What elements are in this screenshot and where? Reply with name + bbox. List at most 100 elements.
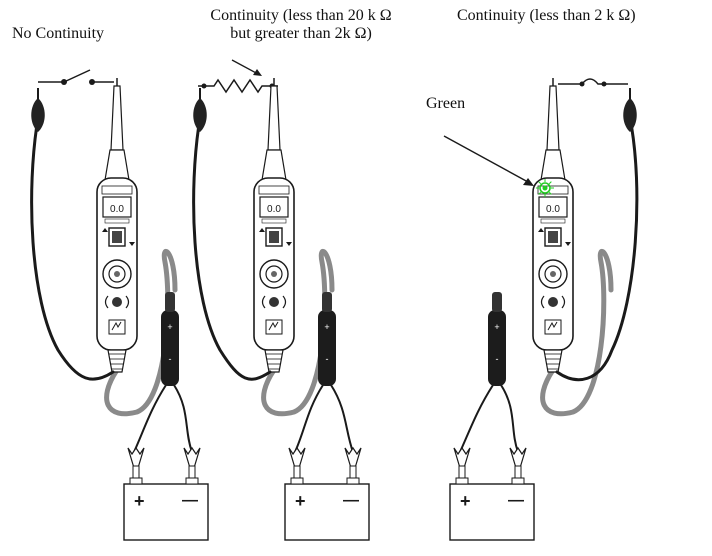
arrow-up-icon xyxy=(102,228,108,232)
arrow-down-icon xyxy=(286,242,292,246)
connector-minus: - xyxy=(169,354,172,364)
positive-clamp-icon-jaw xyxy=(293,465,301,479)
positive-clamp-icon xyxy=(453,446,471,469)
short-node-right xyxy=(601,81,607,87)
positive-wire xyxy=(133,384,167,453)
positive-clamp-icon xyxy=(127,446,145,469)
probe-neck xyxy=(540,149,566,181)
speaker xyxy=(112,297,122,307)
arrow-down-icon xyxy=(129,242,135,246)
lcd-reading: 0.0 xyxy=(546,204,560,215)
arrow-down-icon xyxy=(565,242,571,246)
negative-wire xyxy=(173,384,193,453)
negative-clamp-icon-jaw xyxy=(514,465,522,479)
green-led-ring xyxy=(539,182,551,194)
brand-strip xyxy=(101,185,133,195)
square-button-inner xyxy=(112,231,122,243)
probe-neck xyxy=(261,149,287,181)
arrow-up-icon xyxy=(259,228,265,232)
negative-clamp-icon xyxy=(509,446,527,469)
speaker xyxy=(548,297,558,307)
positive-wire xyxy=(459,384,494,453)
positive-wire xyxy=(294,384,324,453)
brand-strip xyxy=(258,185,290,195)
negative-clamp-icon-jaw xyxy=(188,465,196,479)
logo-mark xyxy=(268,321,279,331)
resistor-zigzag xyxy=(198,78,278,94)
arrow-up-icon xyxy=(538,228,544,232)
power-cable xyxy=(540,248,614,417)
closed-wire-symbol xyxy=(558,78,628,87)
connector-handle xyxy=(488,310,506,386)
green-led-glow xyxy=(538,191,542,195)
lcd-display xyxy=(102,196,132,218)
logo xyxy=(265,319,283,335)
logo-mark xyxy=(111,321,122,331)
battery-minus-label: — xyxy=(343,492,359,509)
connector-minus: - xyxy=(496,354,499,364)
probe-neck xyxy=(104,149,130,181)
alligator-clip-icon xyxy=(623,98,637,132)
ground-lead-2 xyxy=(192,88,272,381)
battery xyxy=(284,483,370,541)
alligator-clip-icon xyxy=(193,98,207,132)
short-wire xyxy=(558,78,628,85)
resistor-node-left xyxy=(201,83,207,89)
lcd-reading: 0.0 xyxy=(110,204,124,215)
battery-terminal-negative xyxy=(185,477,199,485)
battery xyxy=(449,483,535,541)
green-arrow-head-icon xyxy=(523,178,534,186)
probe-tip xyxy=(546,85,560,151)
lcd-display xyxy=(259,196,289,218)
negative-clamp-icon xyxy=(344,446,362,469)
speaker xyxy=(269,297,279,307)
logo xyxy=(544,319,562,335)
connector-boot xyxy=(492,292,502,312)
label-continuity-low: Continuity (less than 2 k Ω) xyxy=(457,7,636,24)
display-caption xyxy=(104,218,130,224)
speaker-wave-right xyxy=(125,295,130,309)
battery-terminal-negative xyxy=(511,477,525,485)
negative-wire xyxy=(500,384,519,453)
connector-plus: + xyxy=(167,322,172,332)
battery-assembly-1: +-+— xyxy=(123,292,209,541)
resistor-arrow-head-icon xyxy=(253,69,262,76)
ground-cable xyxy=(192,116,272,381)
power-probe-tester-1: 0.0 xyxy=(96,78,178,417)
green-led-glow xyxy=(548,191,552,195)
battery-minus-label: — xyxy=(508,492,524,509)
power-probe-tester-2: 0.0 xyxy=(253,78,335,417)
connector-handle xyxy=(161,310,179,386)
probe-tip xyxy=(110,85,124,151)
resistor-arrow xyxy=(231,59,259,75)
open-switch-symbol xyxy=(38,69,114,85)
rocker-switch-center xyxy=(550,271,556,277)
logo-mark xyxy=(547,321,558,331)
brand-strip xyxy=(537,185,569,195)
square-button-inner xyxy=(548,231,558,243)
positive-clamp-icon-jaw xyxy=(458,465,466,479)
logo xyxy=(108,319,126,335)
battery-plus-label: + xyxy=(295,491,306,511)
connector-plus: + xyxy=(324,322,329,332)
connector-boot xyxy=(165,292,175,312)
lcd-reading: 0.0 xyxy=(267,204,281,215)
resistor-symbol xyxy=(198,78,278,94)
battery xyxy=(123,483,209,541)
speaker-wave-left xyxy=(540,295,545,309)
positive-clamp-icon-jaw xyxy=(132,465,140,479)
connector-minus: - xyxy=(326,354,329,364)
battery-terminal-positive xyxy=(290,477,304,485)
connector-plus: + xyxy=(494,322,499,332)
ground-lead-1 xyxy=(30,88,115,381)
probe-tip xyxy=(267,85,281,151)
battery-assembly-2: + - + — xyxy=(284,292,370,541)
battery-terminal-negative xyxy=(346,477,360,485)
battery-terminal-positive xyxy=(129,477,143,485)
power-probe-tester-3: 0.0 xyxy=(532,78,614,417)
speaker-wave-right xyxy=(282,295,287,309)
connector-handle xyxy=(318,310,336,386)
negative-clamp-icon xyxy=(183,446,201,469)
